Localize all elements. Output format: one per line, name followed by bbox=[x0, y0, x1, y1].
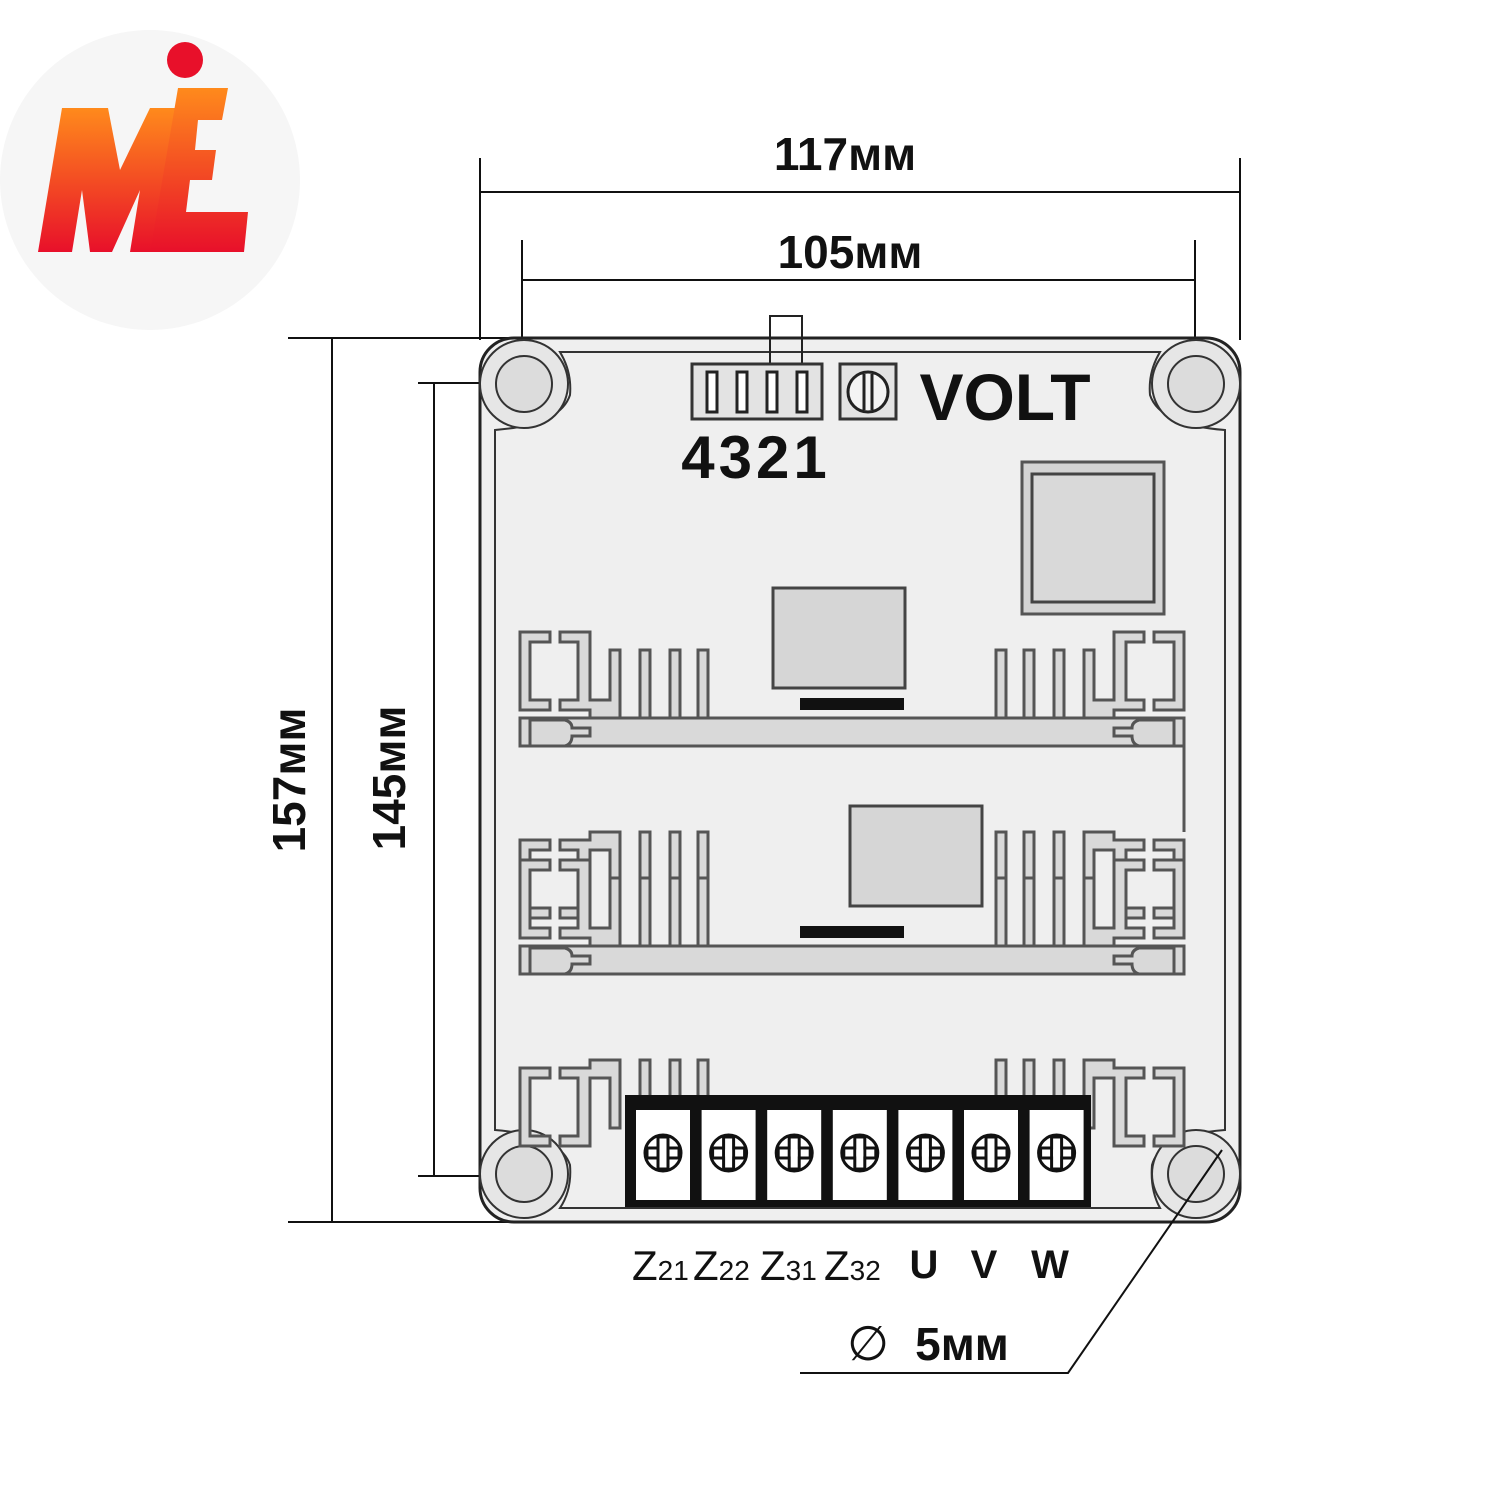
terminal-label: U bbox=[910, 1243, 939, 1287]
terminal-label: Z31 bbox=[760, 1242, 817, 1289]
terminal-screw bbox=[1029, 1110, 1084, 1200]
brand-logo bbox=[0, 30, 300, 330]
volt-potentiometer: VOLT bbox=[838, 360, 1091, 434]
logo-dot bbox=[167, 42, 203, 78]
logo-letter-e bbox=[150, 88, 248, 252]
terminal-labels: Z21 Z22 Z31 Z32 U V W bbox=[632, 1242, 1069, 1289]
hole-diameter-label: 5мм bbox=[915, 1318, 1009, 1370]
width-dimension-outer: 117мм bbox=[479, 128, 1241, 340]
avr-board: 4321 VOLT bbox=[478, 315, 1242, 1224]
terminal-screw bbox=[636, 1110, 690, 1200]
heatsink-lower bbox=[518, 804, 1186, 1148]
terminal-screw bbox=[964, 1110, 1018, 1200]
transformer bbox=[1020, 460, 1166, 616]
terminal-screw bbox=[898, 1110, 953, 1200]
mounting-hole-top-right bbox=[1151, 339, 1241, 429]
logo-letter-m bbox=[38, 108, 190, 252]
height-dimension-holes: 145мм bbox=[363, 382, 522, 1177]
terminal-block bbox=[625, 1095, 1091, 1207]
diameter-symbol: ∅ bbox=[847, 1318, 889, 1371]
height-dimension-outer: 157мм bbox=[263, 337, 520, 1223]
terminal-label: W bbox=[1031, 1243, 1069, 1287]
terminal-screw bbox=[832, 1110, 887, 1200]
hole-height-label: 145мм bbox=[363, 706, 415, 851]
terminal-label: Z32 bbox=[824, 1242, 881, 1289]
terminal-screw bbox=[701, 1110, 756, 1200]
mounting-hole-top-left bbox=[479, 339, 569, 429]
connector-label: 4321 bbox=[681, 424, 830, 491]
outer-width-label: 117мм bbox=[774, 128, 916, 180]
terminal-screw bbox=[767, 1110, 822, 1200]
outer-height-label: 157мм bbox=[263, 708, 315, 853]
terminal-label: Z21 bbox=[632, 1242, 689, 1289]
mounting-hole-bottom-right bbox=[1151, 1129, 1241, 1219]
terminal-label: Z22 bbox=[693, 1242, 750, 1289]
pin-connector-4321: 4321 bbox=[681, 315, 830, 491]
hole-diameter-callout: ∅ 5мм bbox=[800, 1149, 1223, 1374]
heatsink-upper bbox=[518, 586, 1186, 920]
terminal-label: V bbox=[971, 1243, 998, 1287]
hole-width-label: 105мм bbox=[778, 226, 923, 278]
pot-label: VOLT bbox=[919, 360, 1090, 434]
